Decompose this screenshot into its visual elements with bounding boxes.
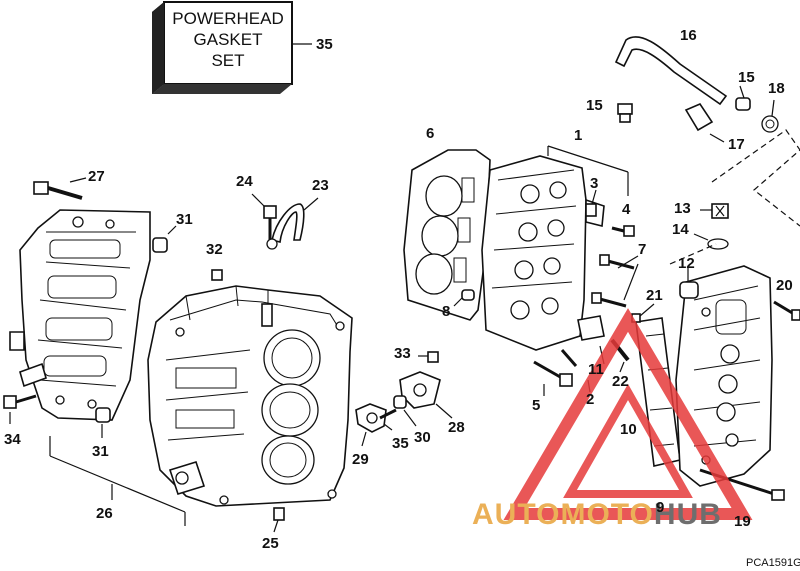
screw-35-lower (379, 408, 397, 431)
bolts-7 (591, 254, 639, 308)
bolt-4 (611, 225, 635, 237)
callout-12: 12 (678, 255, 695, 272)
callout-labels: 35 16 15 18 15 17 6 1 3 4 13 14 7 12 20 … (4, 27, 793, 552)
callout-33: 33 (394, 345, 411, 362)
callout-11: 11 (588, 361, 604, 378)
assembly-dashed-link (711, 129, 800, 227)
hose-23 (266, 197, 319, 250)
callout-13: 13 (674, 200, 691, 217)
plug-3 (585, 203, 597, 217)
plug-31-top (152, 237, 168, 253)
callout-6: 6 (426, 125, 434, 142)
callout-25: 25 (262, 535, 279, 552)
figure-code: PCA1591G (746, 557, 800, 569)
callout-35-box: 35 (316, 36, 333, 53)
callout-9: 9 (656, 499, 664, 516)
bolt-24 (251, 193, 277, 240)
gasket-set-box: POWERHEAD GASKET SET (152, 1, 312, 94)
gasket-box-line-2: GASKET (194, 30, 263, 49)
callout-1: 1 (574, 127, 582, 144)
callout-21: 21 (646, 287, 663, 304)
callout-8: 8 (442, 303, 450, 320)
gasket-box-line-3: SET (211, 51, 244, 70)
callout-15-right: 15 (738, 69, 755, 86)
callout-15-left: 15 (586, 97, 603, 114)
callout-10: 10 (620, 421, 637, 438)
callout-2: 2 (586, 391, 594, 408)
screw-33 (418, 351, 439, 363)
screw-25 (273, 507, 285, 521)
head-cover-9 (675, 265, 773, 487)
cap-13 (700, 203, 729, 219)
callout-23: 23 (312, 177, 329, 194)
bracket-26 (49, 436, 186, 526)
bolt-5 (533, 360, 573, 396)
callout-4: 4 (622, 201, 631, 218)
cylinder-head-1 (481, 155, 605, 351)
fitting-15-right (735, 85, 751, 111)
callout-31-top: 31 (176, 211, 193, 228)
callout-18: 18 (768, 80, 785, 97)
screw-20 (773, 300, 800, 321)
gasket-29 (355, 403, 387, 447)
exhaust-cover-assembly (9, 209, 151, 421)
bolt-27 (33, 177, 87, 200)
callout-35-lower: 35 (392, 435, 409, 452)
watermark-brand-part2: HUB (654, 498, 722, 531)
callout-14: 14 (672, 221, 689, 238)
callout-16: 16 (680, 27, 697, 44)
watermark-brand-part1: AUTOMOTO (472, 498, 654, 531)
cylinder-block (147, 285, 353, 507)
callout-17: 17 (728, 136, 745, 153)
callout-5: 5 (532, 397, 540, 414)
callout-32: 32 (206, 241, 223, 258)
clamp-17 (684, 103, 725, 143)
plug-30 (393, 395, 407, 409)
callout-20: 20 (776, 277, 793, 294)
callout-29: 29 (352, 451, 369, 468)
head-gasket-6 (403, 149, 491, 321)
nut-32 (211, 269, 223, 281)
clamp-18 (761, 99, 779, 133)
gasket-box-line-1: POWERHEAD (172, 9, 283, 28)
callout-3: 3 (590, 175, 598, 192)
callout-27: 27 (88, 168, 105, 185)
callout-28: 28 (448, 419, 465, 436)
callout-19: 19 (734, 513, 751, 530)
callout-22: 22 (612, 373, 629, 390)
o-ring-14 (707, 238, 729, 250)
callout-34: 34 (4, 431, 21, 448)
callout-26: 26 (96, 505, 113, 522)
callout-7: 7 (638, 241, 646, 258)
plug-12 (679, 281, 699, 299)
hose-16 (614, 36, 728, 106)
fitting-15-left (617, 103, 633, 123)
callout-30: 30 (414, 429, 431, 446)
callout-31-bottom: 31 (92, 443, 109, 460)
cover-28 (399, 371, 453, 419)
watermark: AUTOMOTOHUB (472, 308, 753, 531)
bolt-34 (3, 394, 37, 424)
plug-31-bottom (95, 407, 111, 423)
watermark-brand: AUTOMOTOHUB (472, 498, 722, 531)
dowel-8 (461, 289, 475, 301)
callout-24: 24 (236, 173, 253, 190)
